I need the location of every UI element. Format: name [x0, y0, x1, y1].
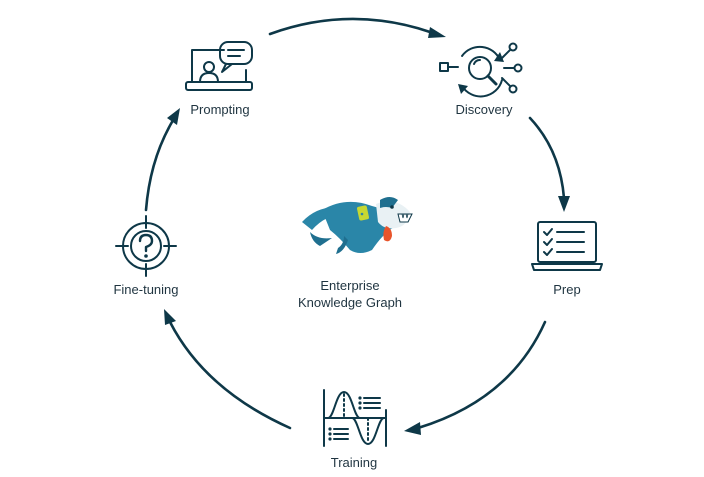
stage-label-discovery: Discovery	[455, 102, 513, 117]
center-label-line2: Knowledge Graph	[298, 295, 402, 310]
stage-label-prep: Prep	[553, 282, 580, 297]
arrow-training-to-fine-tuning	[164, 309, 292, 430]
stage-prep: Prep	[531, 221, 603, 297]
stage-fine-tuning: Fine-tuning	[113, 215, 179, 297]
waveform-list-icon	[323, 389, 387, 447]
arrow-fine-tuning-to-prompting	[144, 108, 180, 212]
center-hub: Enterprise Knowledge Graph	[298, 197, 413, 310]
magnifier-network-icon	[439, 42, 523, 98]
stage-label-fine-tuning: Fine-tuning	[113, 282, 178, 297]
arrow-prep-to-training	[404, 320, 547, 435]
center-label-line1: Enterprise	[320, 278, 379, 293]
laptop-checklist-icon	[531, 221, 603, 271]
arrow-discovery-to-prep	[528, 116, 570, 212]
flying-dog-mascot-icon	[302, 197, 413, 254]
stage-label-training: Training	[331, 455, 377, 470]
stage-discovery: Discovery	[439, 42, 523, 117]
laptop-chat-icon	[185, 41, 253, 91]
target-question-icon	[115, 215, 177, 277]
stage-prompting: Prompting	[185, 41, 253, 117]
stage-training: Training	[323, 389, 387, 470]
stage-label-prompting: Prompting	[190, 102, 249, 117]
cycle-arrows	[144, 17, 570, 435]
arrow-prompting-to-discovery	[268, 17, 446, 38]
